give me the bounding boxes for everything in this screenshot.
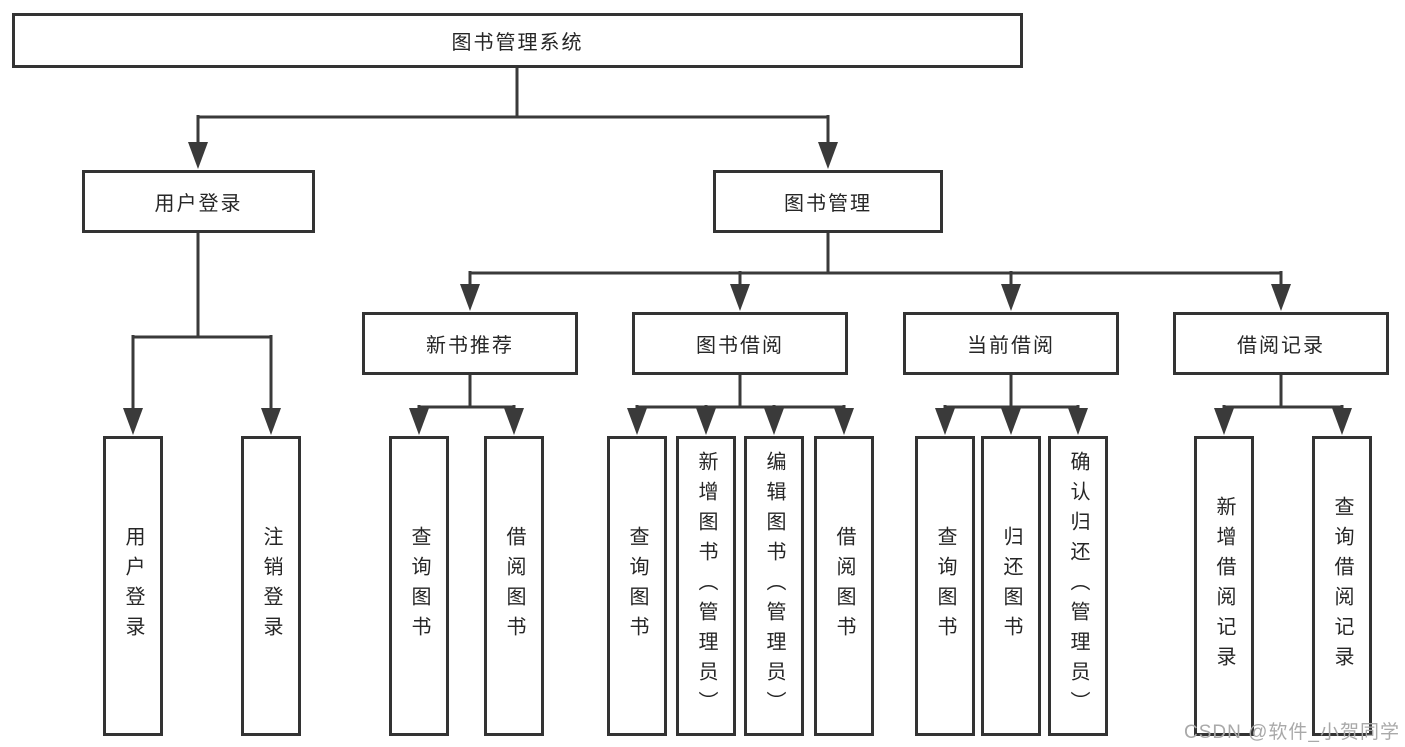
node-leaf-add-borrow-record: 新增借阅记录: [1194, 436, 1254, 736]
node-leaf-edit-book-admin: 编辑图书（管理员）: [744, 436, 804, 736]
node-leaf-user-login: 用户登录: [103, 436, 163, 736]
node-leaf-borrow-books-recommend: 借阅图书: [484, 436, 544, 736]
node-leaf-logout: 注销登录: [241, 436, 301, 736]
watermark: CSDN @软件_小贺同学: [1184, 722, 1400, 743]
node-new-book-recommend: 新书推荐: [362, 312, 578, 375]
node-leaf-query-borrow-record: 查询借阅记录: [1312, 436, 1372, 736]
arrowheads: [123, 142, 1352, 435]
node-book-borrow: 图书借阅: [632, 312, 848, 375]
node-leaf-borrow-books: 借阅图书: [814, 436, 874, 736]
node-leaf-add-book-admin: 新增图书（管理员）: [676, 436, 736, 736]
node-book-management: 图书管理: [713, 170, 943, 233]
node-user-login: 用户登录: [82, 170, 315, 233]
node-borrow-records: 借阅记录: [1173, 312, 1389, 375]
node-leaf-query-books-recommend: 查询图书: [389, 436, 449, 736]
node-root: 图书管理系统: [12, 13, 1023, 68]
node-leaf-return-book: 归还图书: [981, 436, 1041, 736]
node-leaf-query-books-current: 查询图书: [915, 436, 975, 736]
node-leaf-query-books-borrow: 查询图书: [607, 436, 667, 736]
node-leaf-confirm-return-admin: 确认归还（管理员）: [1048, 436, 1108, 736]
node-current-borrow: 当前借阅: [903, 312, 1119, 375]
